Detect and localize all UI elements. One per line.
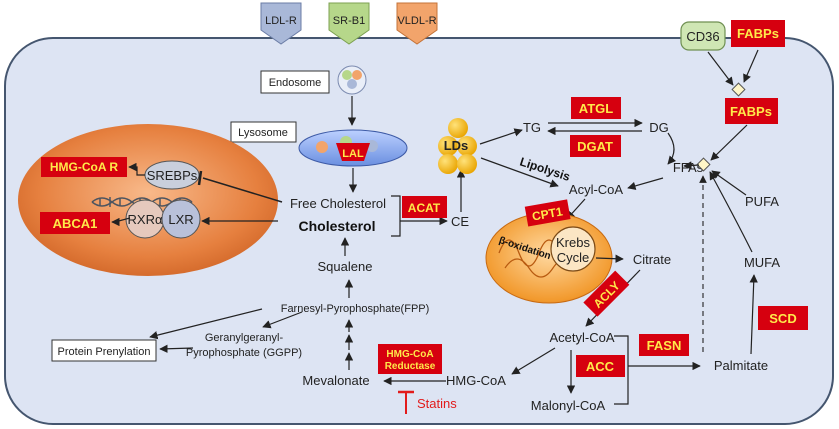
cpt1-label: CPT1 — [531, 204, 564, 223]
sr-b1-receptor: SR-B1 — [328, 2, 370, 45]
scd-box: SCD — [758, 306, 808, 330]
ce-label: CE — [451, 214, 469, 229]
rxra-label: RXRα — [128, 212, 163, 227]
endosome-label: Endosome — [269, 77, 322, 89]
fabps-junction-diamond — [731, 82, 746, 97]
vldl-r-label: VLDL-R — [397, 15, 436, 27]
lxr-label: LXR — [168, 212, 193, 227]
fabps-mid-box: FABPs — [725, 98, 778, 124]
mitochondrion: Krebs Cycle β-oxidation — [485, 212, 613, 304]
endosome-vesicle — [337, 65, 367, 95]
ggpp-line2: Pyrophosphate (GGPP) — [186, 347, 302, 359]
squalene-label: Squalene — [318, 259, 373, 274]
rxra-node: RXRα — [125, 199, 165, 239]
mufa-label: MUFA — [744, 255, 780, 270]
hmg-coa-label: HMG-CoA — [446, 373, 506, 388]
lds-label: LDs — [444, 138, 469, 153]
vldl-r-receptor: VLDL-R — [396, 2, 438, 45]
palmitate-label: Palmitate — [714, 358, 768, 373]
endosome-box: Endosome — [260, 70, 330, 94]
fabps-top-label: FABPs — [737, 26, 779, 41]
ggpp-line1: Geranylgeranyl- — [205, 332, 284, 344]
ldl-r-receptor: LDL-R — [260, 2, 302, 45]
hmg-coa-r-box: HMG-CoA R — [41, 157, 127, 177]
statins-label: Statins — [417, 396, 457, 411]
cd36-receptor: CD36 — [680, 21, 726, 51]
mevalonate-label: Mevalonate — [302, 373, 369, 388]
protein-prenylation-label: Protein Prenylation — [58, 346, 151, 358]
hmg-coa-reductase-box: HMG-CoA Reductase — [378, 344, 442, 374]
acc-box: ACC — [576, 355, 625, 377]
lysosome-box: Lysosome — [230, 121, 297, 143]
dgat-box: DGAT — [570, 135, 621, 157]
free-cholesterol-label: Free Cholesterol — [290, 196, 386, 211]
fabps-top-box: FABPs — [731, 20, 785, 47]
srebps-label: SREBPs — [147, 168, 198, 183]
cpt1-box: CPT1 — [524, 199, 571, 227]
dgat-label: DGAT — [577, 139, 613, 154]
fasn-label: FASN — [647, 338, 682, 353]
acyl-coa-label: Acyl-CoA — [569, 182, 624, 197]
scd-label: SCD — [769, 311, 796, 326]
tg-label: TG — [523, 120, 541, 135]
srebps-node: SREBPs — [144, 160, 200, 190]
pufa-label: PUFA — [745, 194, 779, 209]
atgl-label: ATGL — [579, 101, 613, 116]
lipid-droplets: LDs — [438, 118, 477, 174]
krebs-line1: Krebs — [556, 235, 590, 250]
abca1-label: ABCA1 — [53, 216, 98, 231]
cd36-label: CD36 — [686, 29, 719, 44]
acetyl-coa-label: Acetyl-CoA — [549, 330, 614, 345]
hmg-coa-reductase-line2: Reductase — [385, 361, 436, 372]
fasn-box: FASN — [639, 334, 689, 356]
hmg-coa-reductase-line1: HMG-CoA — [386, 349, 433, 360]
ffas-junction-diamond — [696, 157, 711, 172]
lysosome: LAL — [298, 129, 408, 167]
statins-inhibitor: Statins — [398, 390, 457, 414]
acat-label: ACAT — [408, 201, 441, 215]
krebs-line2: Cycle — [557, 250, 590, 265]
acat-box: ACAT — [402, 196, 447, 218]
sr-b1-label: SR-B1 — [333, 15, 365, 27]
citrate-label: Citrate — [633, 252, 671, 267]
protein-prenylation-box: Protein Prenylation — [51, 339, 157, 362]
hmg-coa-r-label: HMG-CoA R — [50, 160, 119, 174]
atgl-box: ATGL — [571, 97, 621, 119]
lxr-node: LXR — [161, 199, 201, 239]
acc-label: ACC — [586, 359, 615, 374]
lal-label: LAL — [342, 148, 364, 160]
dg-label: DG — [649, 120, 669, 135]
fpp-label: Farnesyl-Pyrophosphate(FPP) — [281, 303, 430, 315]
fabps-mid-label: FABPs — [730, 104, 772, 119]
lysosome-label: Lysosome — [238, 127, 288, 139]
malonyl-coa-label: Malonyl-CoA — [531, 398, 606, 413]
abca1-box: ABCA1 — [40, 212, 110, 234]
ldl-r-label: LDL-R — [265, 15, 297, 27]
cholesterol-label: Cholesterol — [298, 218, 375, 234]
